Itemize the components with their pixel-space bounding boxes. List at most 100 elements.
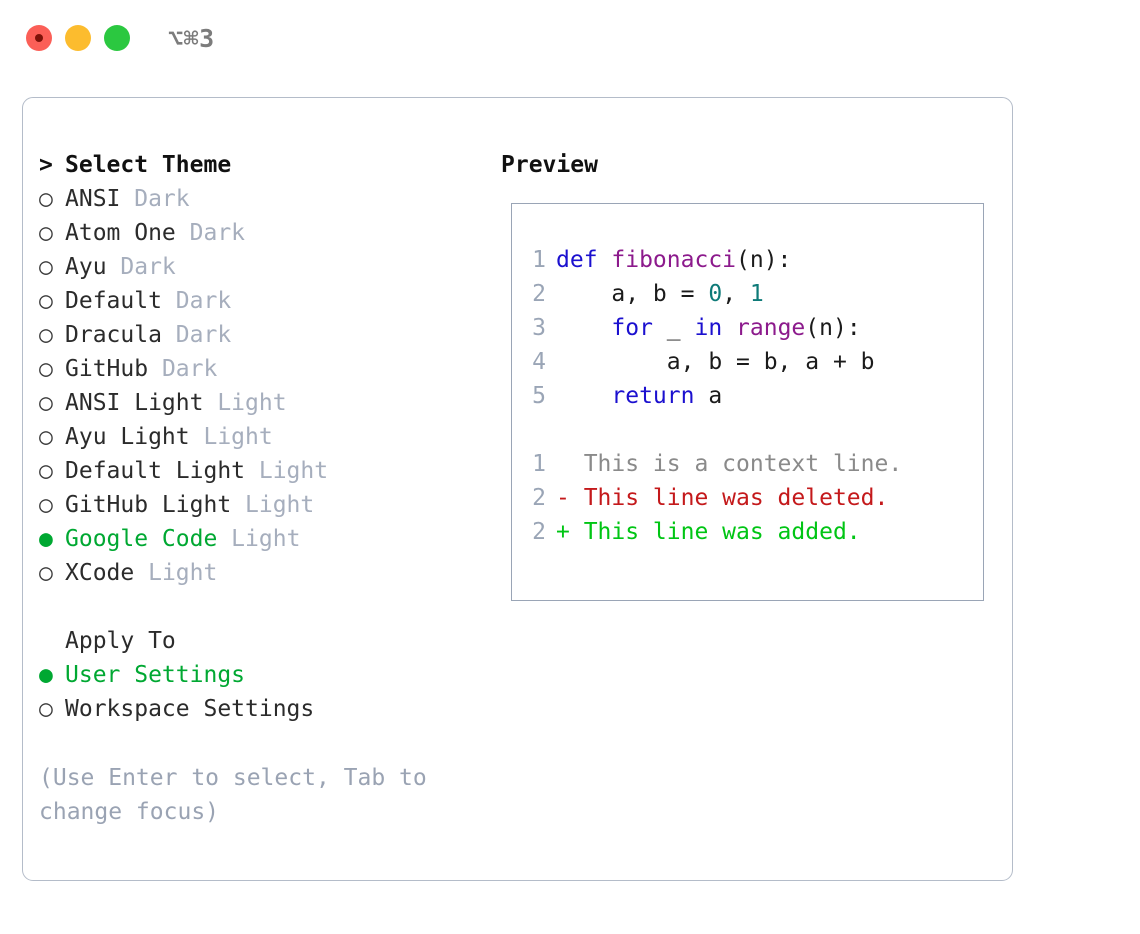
apply-to-title: Apply To — [65, 628, 176, 654]
theme-list-item[interactable]: ○XCode Light — [39, 556, 479, 590]
radio-unselected-icon[interactable]: ○ — [39, 322, 53, 348]
radio-unselected-icon[interactable]: ○ — [39, 492, 53, 518]
apply-to-label: User Settings — [65, 662, 246, 688]
code-diff-separator — [512, 413, 983, 447]
theme-variant-badge: Dark — [161, 322, 232, 348]
line-number: 1 — [532, 451, 546, 477]
theme-list-item[interactable]: ○ANSI Light Light — [39, 386, 479, 420]
theme-name-label: Ayu Light — [65, 424, 190, 450]
code-token: a — [694, 383, 723, 409]
radio-unselected-icon[interactable]: ○ — [39, 186, 53, 212]
code-token: (n): — [736, 247, 792, 273]
diff-line: 2 + This line was added. — [512, 515, 983, 549]
code-token: - This line was deleted. — [556, 485, 889, 511]
minimize-button-icon[interactable] — [65, 25, 91, 51]
theme-name-label: Atom One — [65, 220, 176, 246]
radio-unselected-icon[interactable]: ○ — [39, 220, 53, 246]
line-number: 5 — [532, 383, 546, 409]
code-token — [556, 383, 611, 409]
title-bar: ⌥⌘3 — [0, 0, 1140, 80]
apply-to-list[interactable]: ● User Settings ○ Workspace Settings — [39, 658, 479, 726]
theme-variant-badge: Dark — [148, 356, 218, 382]
theme-list-item[interactable]: ○Dracula Dark — [39, 318, 479, 352]
code-text: return a — [556, 379, 983, 413]
code-token: _ — [652, 315, 695, 341]
window-controls — [26, 25, 130, 51]
line-number: 2 — [532, 519, 546, 545]
code-text: a, b = 0, 1 — [556, 277, 983, 311]
theme-variant-badge: Dark — [120, 186, 190, 212]
theme-name-label: GitHub Light — [65, 492, 232, 518]
code-token: for — [611, 315, 653, 341]
theme-picker-column: > Select Theme ○ ANSI Dark ○ Atom One Dark ○ Ay… — [39, 148, 479, 726]
code-token: a, b = — [556, 281, 709, 307]
theme-list[interactable]: > Select Theme ○ ANSI Dark ○ Atom One Dark ○ Ay… — [39, 148, 479, 590]
diff-line: 1 This is a context line. — [512, 447, 983, 481]
radio-unselected-icon[interactable]: ○ — [39, 560, 53, 586]
code-line: 3 for _ in range(n): — [512, 311, 983, 345]
code-token: (n): — [805, 315, 861, 341]
code-token: range — [736, 315, 806, 341]
theme-variant-badge: Light — [134, 560, 218, 586]
code-text: This is a context line. — [556, 447, 983, 481]
list-spacer — [39, 590, 479, 624]
prompt-caret-icon: > — [39, 152, 53, 178]
main-panel: > Select Theme ○ ANSI Dark ○ Atom One Dark ○ Ay… — [22, 97, 1013, 881]
theme-list-item[interactable]: ○ ANSI Dark — [39, 182, 479, 216]
radio-unselected-icon[interactable]: ○ — [39, 696, 53, 722]
theme-list-item[interactable]: ○Default Dark — [39, 284, 479, 318]
theme-list-item[interactable]: ○ Default Light Light — [39, 454, 479, 488]
theme-list-header-label: Select Theme — [65, 152, 232, 178]
theme-variant-badge: Light — [203, 390, 287, 416]
preview-title: Preview — [501, 152, 598, 178]
theme-name-label: ANSI — [65, 186, 121, 212]
code-token: 1 — [749, 281, 764, 307]
radio-selected-icon[interactable]: ● — [39, 662, 53, 688]
apply-to-item[interactable]: ○ Workspace Settings — [39, 692, 479, 726]
radio-selected-icon[interactable]: ● — [39, 526, 53, 552]
apply-to-label: Workspace Settings — [65, 696, 315, 722]
code-text: + This line was added. — [556, 515, 983, 549]
close-button-icon[interactable] — [26, 25, 52, 51]
radio-unselected-icon[interactable]: ○ — [39, 458, 53, 484]
code-token: + This line was added. — [556, 519, 861, 545]
apply-to-item[interactable]: ● User Settings — [39, 658, 479, 692]
code-text: - This line was deleted. — [556, 481, 983, 515]
theme-variant-badge: Dark — [106, 254, 176, 280]
theme-name-label: Ayu — [65, 254, 107, 280]
line-number: 2 — [532, 281, 546, 307]
radio-unselected-icon[interactable]: ○ — [39, 288, 53, 314]
code-token — [722, 315, 736, 341]
theme-list-item[interactable]: ○ GitHub Light Light — [39, 488, 479, 522]
line-number: 4 — [532, 349, 546, 375]
theme-list-item[interactable]: ○Atom One Dark — [39, 216, 479, 250]
theme-list-item[interactable]: ○ Ayu Light Light — [39, 420, 479, 454]
theme-list-item[interactable]: ●Google Code Light — [39, 522, 479, 556]
code-token — [556, 315, 611, 341]
keyboard-shortcut-label: ⌥⌘3 — [168, 24, 215, 53]
line-number: 3 — [532, 315, 546, 341]
code-token: def — [556, 247, 612, 273]
theme-variant-badge: Light — [189, 424, 273, 450]
code-line: 5 return a — [512, 379, 983, 413]
code-token: , — [722, 281, 750, 307]
radio-unselected-icon[interactable]: ○ — [39, 390, 53, 416]
maximize-button-icon[interactable] — [104, 25, 130, 51]
theme-list-item[interactable]: ○ Ayu Dark — [39, 250, 479, 284]
theme-variant-badge: Light — [217, 526, 301, 552]
theme-variant-badge: Light — [231, 492, 315, 518]
line-number: 2 — [532, 485, 546, 511]
radio-unselected-icon[interactable]: ○ — [39, 424, 53, 450]
code-token: return — [611, 383, 695, 409]
theme-variant-badge: Light — [245, 458, 329, 484]
code-token: fibonacci — [611, 247, 737, 273]
keyboard-hint-text: (Use Enter to select, Tab to change focu… — [39, 765, 441, 825]
radio-unselected-icon[interactable]: ○ — [39, 254, 53, 280]
radio-unselected-icon[interactable]: ○ — [39, 356, 53, 382]
theme-list-item[interactable]: ○GitHub Dark — [39, 352, 479, 386]
theme-variant-badge: Dark — [161, 288, 232, 314]
theme-name-label: Default Light — [65, 458, 246, 484]
